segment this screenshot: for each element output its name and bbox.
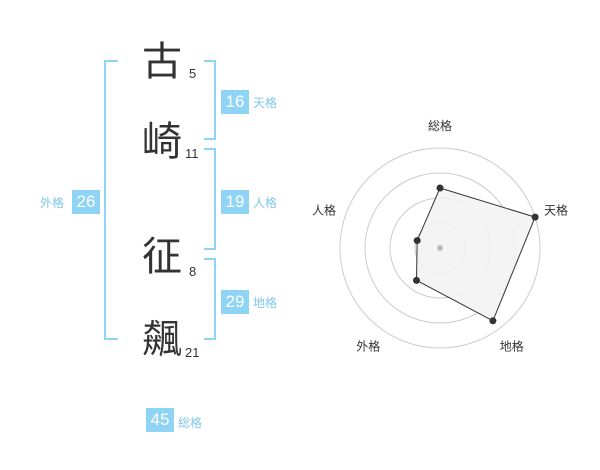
- stroke-count-2: 11: [185, 146, 199, 161]
- radar-axis-label-0: 総格: [428, 118, 452, 133]
- radar-center: [437, 245, 443, 251]
- gaikaku-bracket: [104, 60, 118, 340]
- tenkaku-value: 16: [221, 90, 249, 114]
- stroke-count-1: 5: [189, 66, 197, 81]
- jinkaku-bracket: [204, 148, 216, 250]
- radar-point-0: [436, 184, 444, 192]
- radar-point-3: [412, 276, 420, 284]
- name-char-2: 崎: [142, 119, 182, 165]
- radar-point-1: [531, 213, 539, 221]
- jinkaku-label: 人格: [253, 196, 278, 210]
- soukaku-value: 45: [146, 408, 174, 432]
- name-char-4: 飆: [142, 317, 182, 363]
- radar-axis-label-2: 地格: [500, 339, 524, 354]
- gaikaku-label: 外格: [40, 196, 65, 210]
- radar-ring-4: [339, 147, 541, 349]
- radar-point-4: [413, 237, 421, 245]
- stroke-count-4: 21: [185, 345, 200, 360]
- radar-axis-label-3: 外格: [356, 339, 380, 354]
- soukaku-label: 総格: [178, 416, 203, 430]
- chikaku-label: 地格: [253, 296, 278, 310]
- jinkaku-value: 19: [221, 190, 249, 214]
- chikaku-value: 29: [221, 290, 249, 314]
- name-char-1: 古: [142, 39, 182, 85]
- radar-point-2: [489, 317, 497, 325]
- radar-area: [415, 187, 536, 322]
- radar-axis-label-4: 人格: [312, 202, 336, 217]
- radar-axis-label-1: 天格: [544, 202, 568, 217]
- gaikaku-value: 26: [72, 190, 100, 214]
- stroke-count-3: 8: [189, 264, 197, 279]
- name-char-3: 征: [142, 234, 182, 280]
- tenkaku-label: 天格: [253, 96, 278, 110]
- tenkaku-bracket: [204, 60, 216, 140]
- chikaku-bracket: [204, 258, 216, 340]
